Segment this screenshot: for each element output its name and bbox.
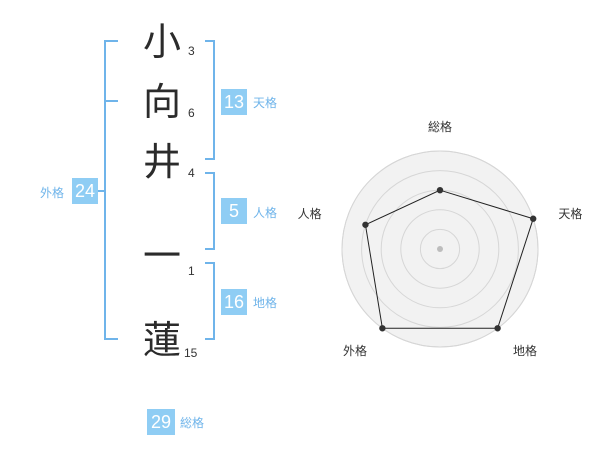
radar-axis-label-2: 天格 bbox=[558, 206, 582, 221]
chikaku-value: 16 bbox=[221, 289, 247, 315]
chikaku-bracket-cap-bottom bbox=[205, 338, 215, 340]
stroke-count-5: 15 bbox=[184, 346, 198, 360]
stroke-count-1: 3 bbox=[188, 44, 195, 58]
name-char-5: 蓮 bbox=[142, 318, 181, 362]
radar-ring-4 bbox=[361, 170, 519, 328]
stroke-count-2: 6 bbox=[188, 106, 195, 120]
radar-ring-5 bbox=[341, 150, 539, 348]
radar-point-5 bbox=[362, 221, 369, 228]
radar-axis-label-3: 地格 bbox=[513, 343, 537, 358]
name-char-2: 向 bbox=[142, 80, 181, 124]
outer-bracket-cap-mid bbox=[104, 100, 118, 102]
name-char-3: 井 bbox=[142, 140, 181, 184]
stroke-count-3: 4 bbox=[188, 166, 195, 180]
gaikaku-value: 24 bbox=[72, 178, 98, 204]
chikaku-bracket-line bbox=[213, 262, 215, 340]
stroke-count-4: 1 bbox=[188, 264, 195, 278]
tenkaku-bracket-cap-bottom bbox=[205, 158, 215, 160]
radar-center bbox=[437, 246, 443, 252]
jinkaku-bracket-cap-bottom bbox=[205, 248, 215, 250]
jinkaku-bracket-cap-top bbox=[205, 172, 215, 174]
chikaku-bracket-cap-top bbox=[205, 262, 215, 264]
gaikaku-label: 外格 bbox=[40, 186, 65, 200]
radar-data-polygon bbox=[364, 189, 534, 329]
outer-bracket-cap-top bbox=[104, 40, 118, 42]
jinkaku-bracket-line bbox=[213, 172, 215, 250]
tenkaku-bracket-line bbox=[213, 40, 215, 160]
name-char-4: 一 bbox=[142, 234, 181, 278]
radar-point-1 bbox=[436, 187, 444, 194]
radar-point-3 bbox=[494, 325, 501, 332]
radar-ring-1 bbox=[419, 228, 461, 270]
soukaku-label: 総格 bbox=[180, 416, 205, 430]
soukaku-value: 29 bbox=[147, 409, 175, 435]
jinkaku-label: 人格 bbox=[253, 206, 278, 220]
tenkaku-value: 13 bbox=[221, 89, 247, 115]
name-char-1: 小 bbox=[142, 20, 181, 64]
outer-bracket-stub bbox=[98, 190, 106, 192]
radar-ring-2 bbox=[400, 209, 480, 289]
radar-axis-label-1: 総格 bbox=[428, 119, 452, 134]
tenkaku-label: 天格 bbox=[253, 96, 278, 110]
outer-bracket-cap-bottom bbox=[104, 338, 118, 340]
radar-axis-label-5: 人格 bbox=[298, 206, 322, 221]
chikaku-label: 地格 bbox=[253, 296, 278, 310]
tenkaku-bracket-cap-top bbox=[205, 40, 215, 42]
radar-point-4 bbox=[379, 325, 386, 332]
radar-axis-label-4: 外格 bbox=[343, 343, 367, 358]
radar-point-2 bbox=[530, 215, 537, 222]
jinkaku-value: 5 bbox=[221, 198, 247, 224]
